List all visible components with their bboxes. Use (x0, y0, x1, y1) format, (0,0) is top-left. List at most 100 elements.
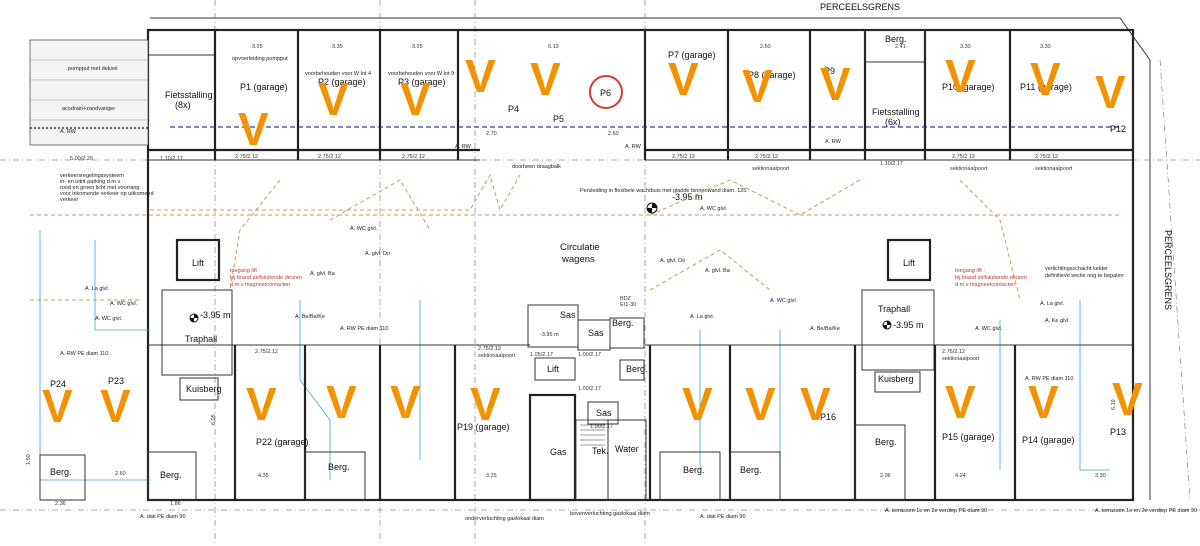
bottom-notes: A. dak PE diam 90 onderverluchting gaslo… (140, 508, 1197, 522)
door-label: sektionaalpoort (478, 353, 516, 359)
note-pompput: opvoerleiding pompput (232, 56, 288, 62)
parking-p15-label: P15 (garage) (942, 432, 995, 442)
parking-p7-label: P7 (garage) (668, 50, 716, 60)
door-label: 1.05/2.17 (530, 352, 553, 358)
note-pompput-deksel: pompput met deksel (68, 66, 118, 72)
vacancy-mark-p1: V (238, 103, 269, 155)
pipe-annotations: A. La glvl. A. WC glvl. A. WC glvl. A. R… (60, 129, 1073, 382)
note-line: d.m.v magneetcontacten (230, 282, 290, 288)
door-label: sektionaalpoort (1035, 166, 1073, 172)
parking-p1-label: P1 (garage) (240, 82, 288, 92)
kuisberg-right-label: Kuisberg (878, 374, 914, 384)
door-label: 1.10/2.17 (160, 156, 183, 162)
dim: 4.24 (955, 473, 966, 479)
pipe-label: A. La glvl. (85, 286, 110, 292)
door-label: sektionaalpoort (752, 166, 790, 172)
pipe-label: A. WC glvl. (350, 226, 378, 232)
bottom-doors: 2.75/2.12 2.75/2.12 2.75/2.12 sektionaal… (255, 346, 980, 362)
pipe-label: A. Ke glvl. (1045, 318, 1070, 324)
parking-p16-label: P16 (820, 412, 836, 422)
pipe-label: A. RW (60, 129, 77, 135)
door-label: 2.75/2.12 (952, 154, 975, 160)
label: Fietsstalling (872, 107, 920, 117)
vacancy-mark-p17: V (745, 378, 776, 430)
p6-highlight-circle (589, 75, 623, 109)
ramp-hatch (30, 59, 148, 129)
note-line: rood en groen licht met voorrang (60, 185, 140, 191)
boundary-right-label: PERCEELSGRENS (1163, 230, 1173, 310)
entrance-ramp (29, 39, 149, 146)
vacancy-mark-p16: V (800, 378, 831, 430)
vacancy-mark-p3: V (400, 73, 431, 125)
top-row-walls (148, 29, 1133, 161)
stairwell-label: Traphall (878, 304, 910, 314)
storage-bottom-1: Berg. (50, 467, 72, 477)
parking-p13-label: P13 (1110, 427, 1126, 437)
door-label: 1.00/2.17 (590, 424, 613, 430)
label: Circulatie (560, 242, 600, 253)
pipe-label: A. RW (625, 144, 642, 150)
lift-note-left: toegang lift : bij brand zelfsluitende d… (230, 268, 302, 288)
note-line: A. terrassen 1e en 2e verdiep PE diam 90 (1095, 508, 1197, 514)
vacancy-mark-p7: V (668, 53, 699, 105)
note-line: bij brand zelfsluitende deuren (230, 275, 302, 281)
vacancy-mark-p10: V (945, 50, 976, 102)
door-label: 2.75/2.12 (402, 154, 425, 160)
parking-p2-note: voorbehouden voor W lot 4 (305, 71, 371, 77)
door-label: 1.00/2.17 (578, 386, 601, 392)
storage-bottom-6: Berg. (875, 437, 897, 447)
pipe-label: A. WC glvl. (95, 316, 123, 322)
storage-bottom-2: Berg. (160, 470, 182, 480)
pipe-label: A. glvl. Ba (310, 271, 336, 277)
door-label: 1.00/2.17 (578, 352, 601, 358)
parking-p19-label: P19 (garage) (457, 422, 510, 432)
pipe-label: A. WC glvl. (975, 326, 1003, 332)
vacancy-mark-p18: V (682, 378, 713, 430)
dim: 3.30 (960, 44, 971, 50)
sas-label: Sas (588, 328, 604, 338)
kuisberg-left-label: Kuisberg (186, 384, 222, 394)
level-marker-center: -3.95 m (646, 192, 703, 214)
top-doors: 1.10/2.17 2.75/2.12 2.75/2.12 2.75/2.12 … (160, 154, 1073, 172)
gas-room (528, 393, 577, 502)
door-label: sektionaalpoort (942, 356, 980, 362)
note-line: definitieve sectie nog te bepalen (1045, 273, 1124, 279)
dim: 2.36 (55, 501, 66, 507)
door-label: 2.75/2.12 (755, 154, 778, 160)
core-right: Lift Traphall -3.95 m Kuisberg (861, 238, 935, 393)
core-center: Sas -3.95 m Sas Berg. Lift Sas Berg. Gas… (527, 304, 648, 502)
note-line: bij brand zelfsluitende deuren (955, 275, 1027, 281)
sas-label: Sas (560, 310, 576, 320)
dim: 1.50 (26, 454, 32, 465)
dim-left: 5.00/2.20 (70, 156, 93, 162)
door-label: 2.75/2.12 (1035, 154, 1058, 160)
lift-center (534, 357, 576, 381)
dim: 3.30 (1095, 473, 1106, 479)
vacancy-mark-p4: V (465, 50, 496, 102)
water-room (607, 419, 647, 501)
vacancy-mark-p20: V (390, 376, 421, 428)
pipe-label: A. RW PE diam 110 (1025, 376, 1073, 382)
parking-p9-label: P9 (824, 66, 835, 76)
vacancy-mark-p5: V (530, 53, 561, 105)
dim: 2.50 (760, 44, 771, 50)
level-marker-left (189, 313, 199, 323)
parking-p10-label: P10 (garage) (942, 82, 995, 92)
parking-p24-label: P24 (50, 379, 66, 389)
right-boundary-dash (1159, 59, 1191, 501)
label: (8x) (175, 100, 191, 110)
vacancy-mark-p24: V (42, 380, 73, 432)
parking-p4-label: P4 (508, 104, 519, 114)
lift-label: Lift (192, 258, 205, 268)
door-label: EI1-30 (620, 302, 636, 308)
vacancy-mark-p14: V (1028, 376, 1059, 428)
kuisberg-right-room (874, 371, 921, 393)
door-label: 2.75/2.12 (235, 154, 258, 160)
note-line: bovenverluchting gaslokaal diam (570, 511, 650, 517)
storage-bottom-5: Berg. (740, 465, 762, 475)
stairwell-left (161, 289, 233, 376)
parking-p3-note: voorbehouden voor W lot 9 (388, 71, 454, 77)
pipe-label: A. Be/Ba/Ke (810, 326, 840, 332)
dim: 3.25 (412, 44, 423, 50)
